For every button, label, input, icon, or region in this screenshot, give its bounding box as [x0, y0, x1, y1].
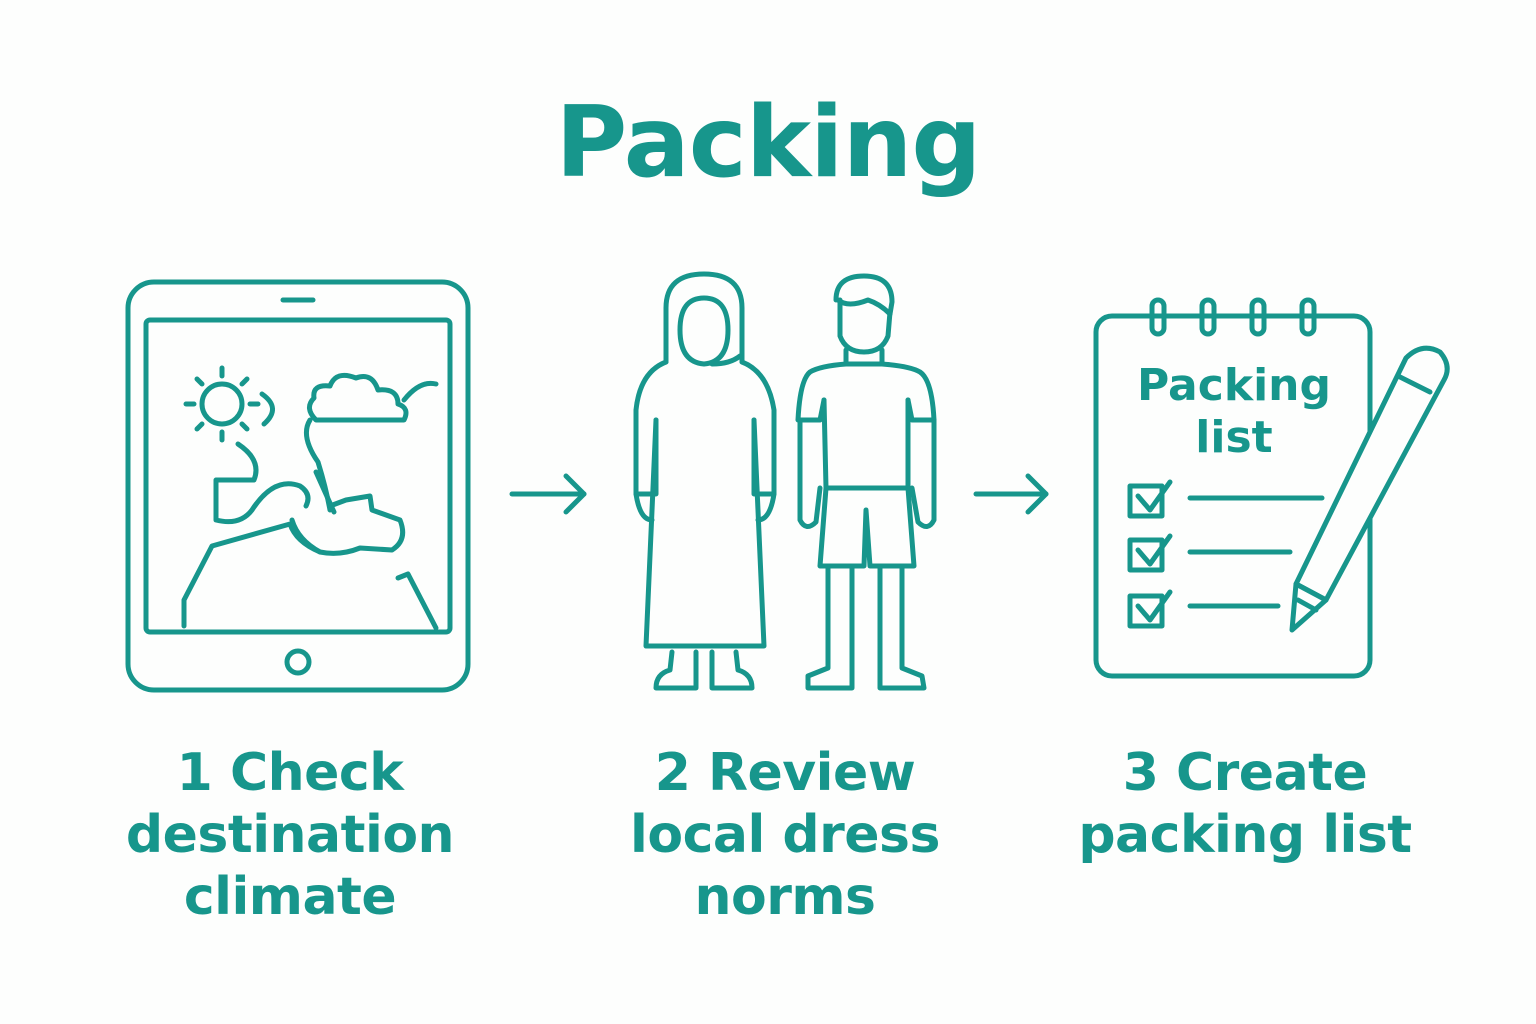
checkbox-checked-icon — [1127, 589, 1173, 629]
checkbox-checked-icon — [1127, 533, 1173, 573]
tablet-frame — [125, 279, 471, 693]
cloud-icon — [307, 372, 439, 423]
notepad-heading-line1: Packing — [1137, 360, 1331, 411]
page-title: Packing — [555, 86, 981, 200]
pencil-icon — [1289, 345, 1450, 633]
tablet-weather-map-icon — [125, 279, 471, 693]
arrow-right-icon — [973, 473, 1049, 515]
man-figure — [795, 273, 937, 691]
step-1-label: 1 Check destination climate — [125, 743, 455, 927]
tablet-home-button — [284, 648, 312, 676]
notepad-heading-line2: list — [1195, 412, 1272, 463]
people-dress-icon — [633, 271, 937, 691]
notepad-checklist-icon: Packing list — [1093, 297, 1450, 679]
step-2-label: 2 Review local dress norms — [630, 743, 940, 927]
arrow-right-icon — [509, 473, 587, 515]
sun-icon — [183, 365, 275, 443]
tablet-screen — [143, 317, 453, 635]
notepad-spiral-rings — [1149, 297, 1317, 337]
checkbox-checked-icon — [1127, 479, 1173, 519]
step-3-label: 3 Create packing list — [1078, 743, 1412, 865]
map-landmass-icon — [181, 417, 439, 631]
woman-hijab-figure — [633, 271, 777, 691]
